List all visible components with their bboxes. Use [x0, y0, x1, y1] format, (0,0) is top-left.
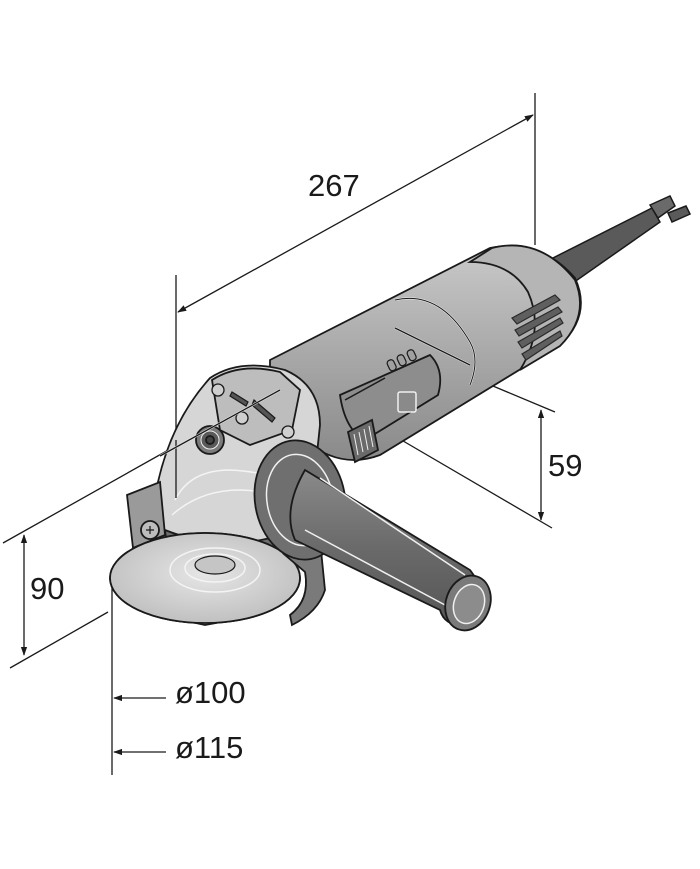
dimension-line-267	[177, 114, 534, 313]
dimension-label-body-height: 59	[548, 448, 583, 483]
screw-icons	[211, 383, 295, 439]
side-handle	[253, 439, 492, 632]
extension-line-90-top	[2, 447, 173, 544]
brand-logo-icon	[397, 391, 417, 413]
dimension-label-disc-100: ø100	[175, 675, 246, 710]
grinding-disc	[109, 532, 326, 627]
motor-housing	[269, 244, 582, 464]
dimension-label-length: 267	[308, 168, 360, 203]
extension-line-59-bottom	[397, 437, 553, 529]
dimension-label-total-height: 90	[30, 571, 65, 606]
indicator-lights	[386, 349, 417, 372]
extension-line-90-bottom	[9, 611, 109, 669]
dimension-lines	[2, 93, 556, 775]
dimension-label-disc-115: ø115	[175, 730, 244, 765]
vent-slots	[511, 294, 564, 361]
